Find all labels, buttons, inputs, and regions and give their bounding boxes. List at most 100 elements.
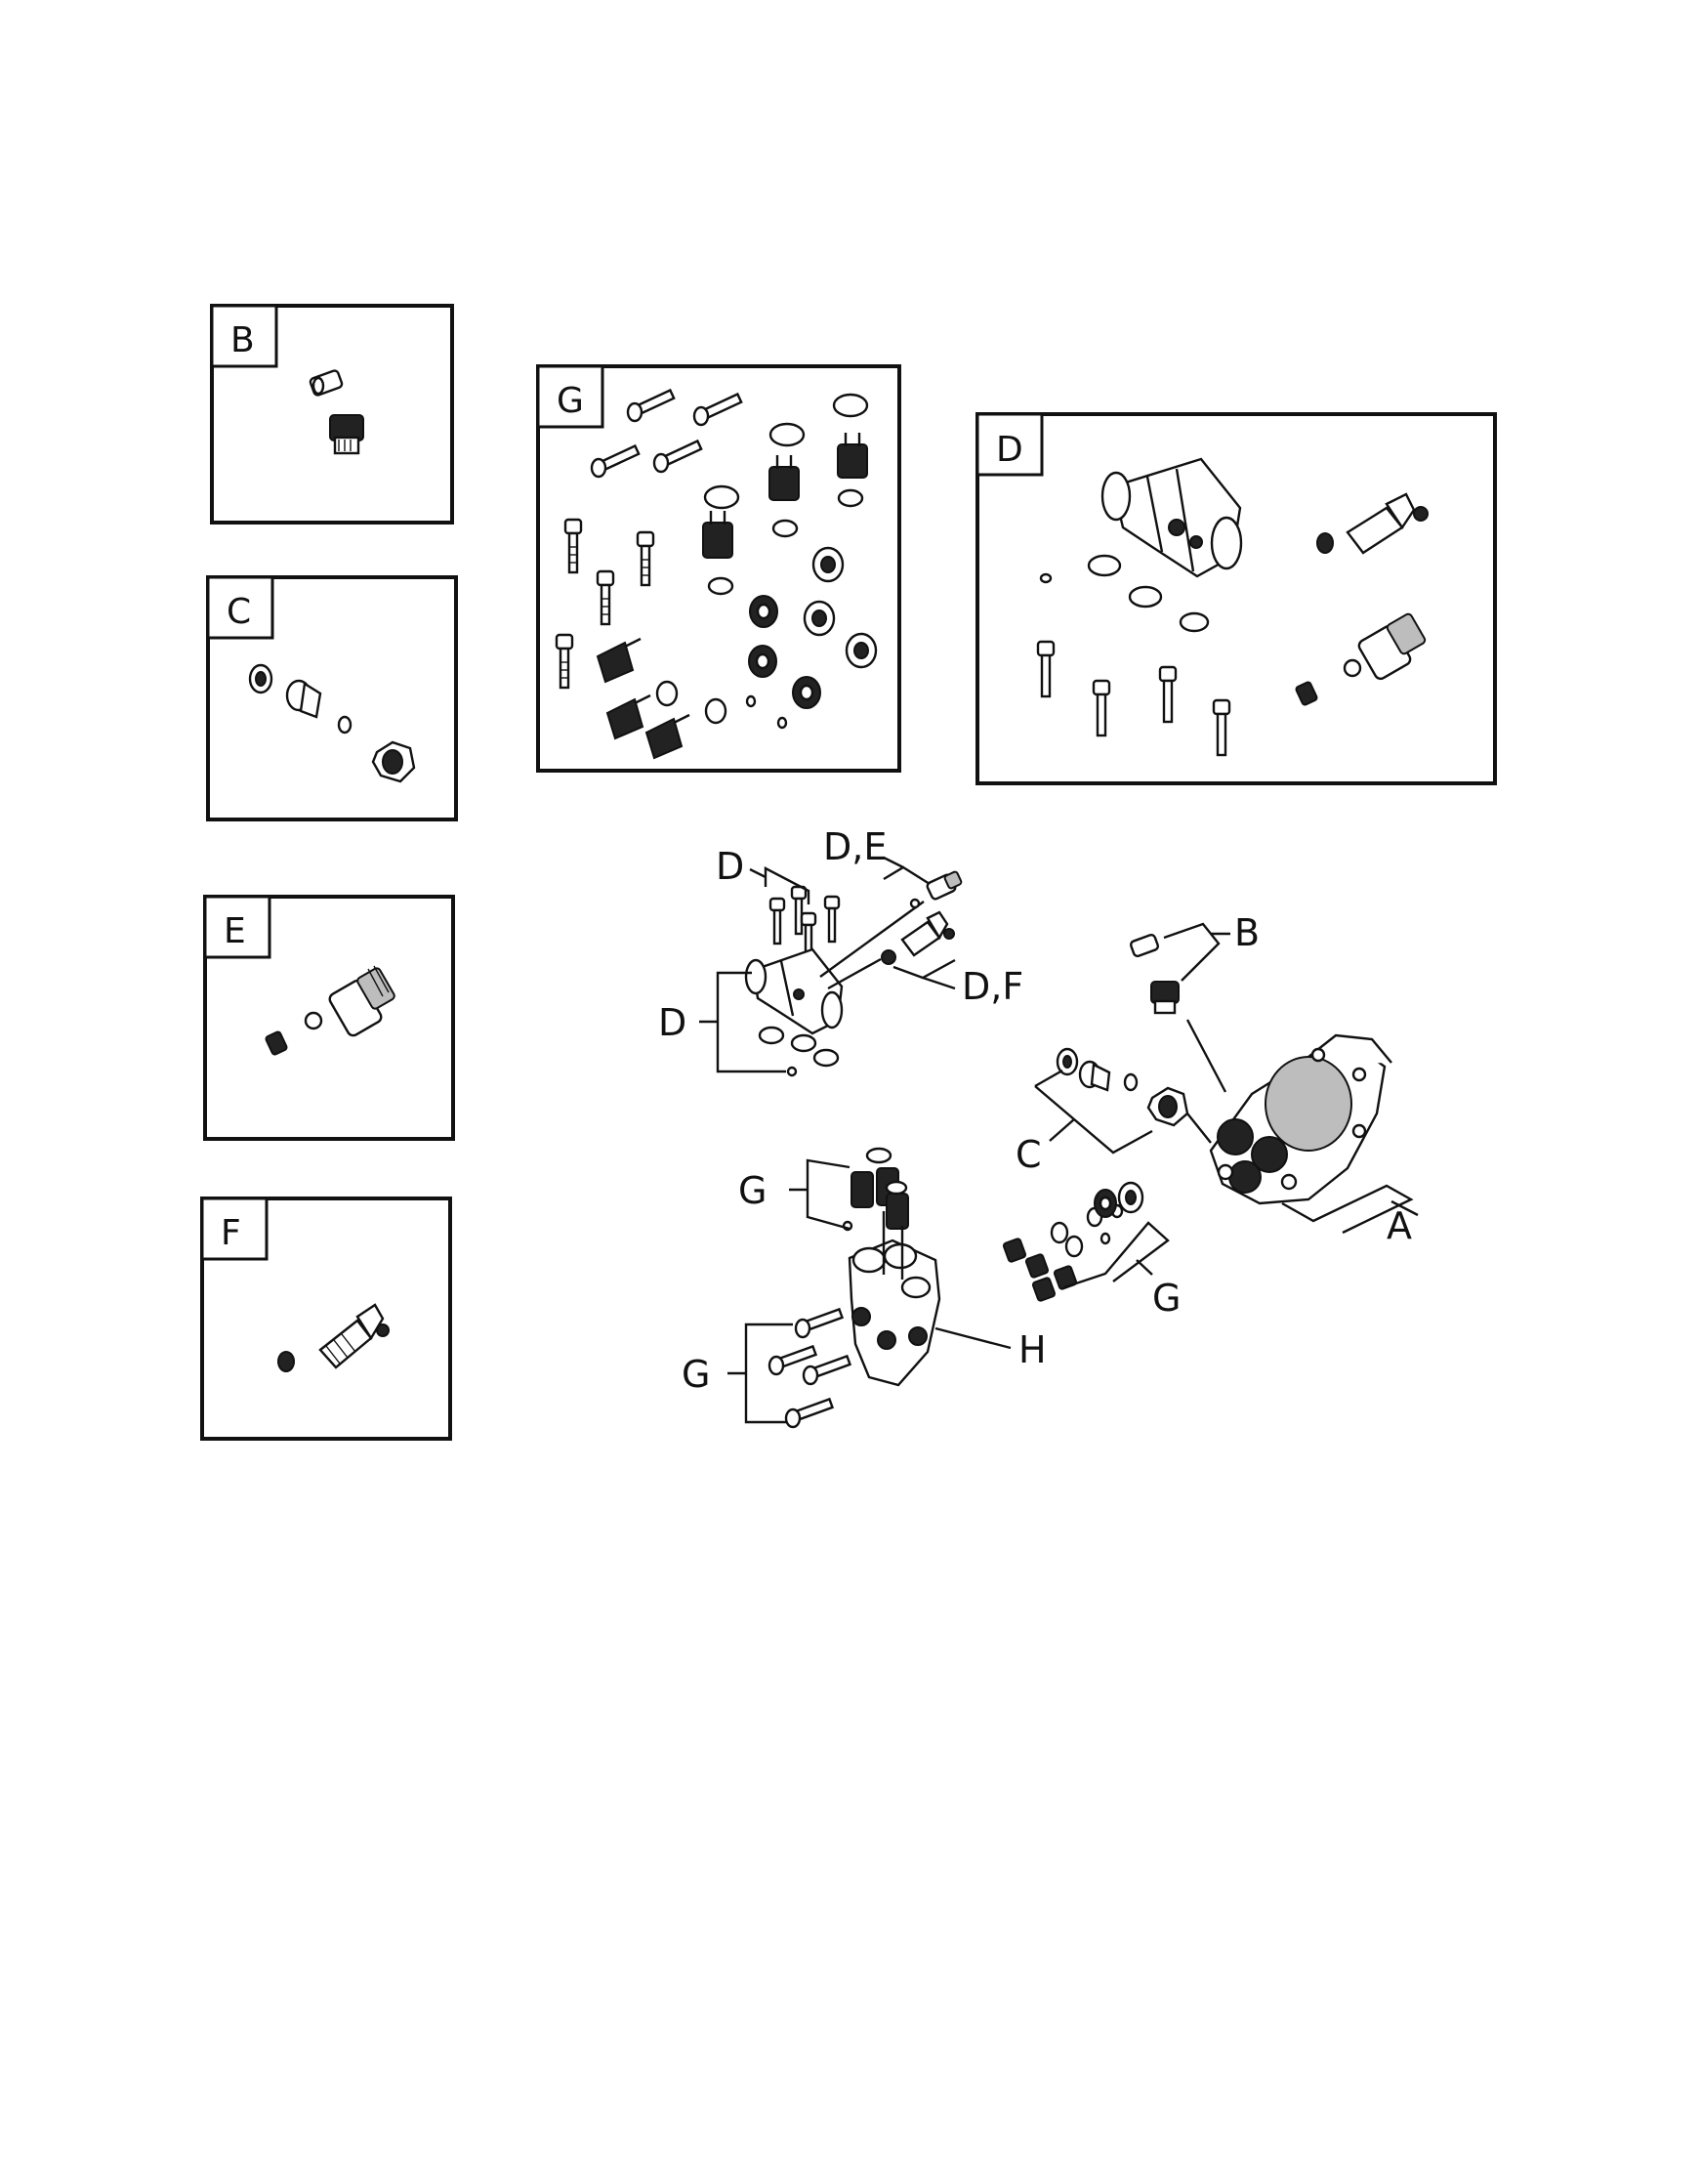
washer-part	[881, 949, 896, 965]
spring-part	[1295, 681, 1318, 706]
panel-f-label: F	[221, 1213, 241, 1253]
cap-nut-part	[371, 740, 416, 783]
screw-part	[794, 1307, 845, 1339]
callout-b: B	[1234, 911, 1260, 954]
seal-part	[803, 600, 836, 637]
washer-part	[277, 1351, 295, 1372]
spring-part	[265, 1030, 288, 1056]
washer-part	[1316, 532, 1334, 554]
callout-a: A	[1387, 1204, 1412, 1247]
callout-d-left: D	[658, 1001, 686, 1044]
callout-d-upper: D	[716, 845, 744, 888]
valve-assembly-part	[1024, 1253, 1050, 1279]
bolt-part	[1158, 665, 1178, 724]
screw-part	[768, 1344, 818, 1376]
bolt-part	[636, 530, 655, 587]
panel-e: E	[203, 895, 455, 1141]
callout-g-right: G	[1152, 1277, 1181, 1320]
bolt-part	[563, 518, 583, 574]
panel-f: F	[200, 1197, 452, 1441]
seal-part	[748, 645, 777, 678]
panel-d: D	[975, 412, 1497, 785]
valve-part	[1078, 1060, 1111, 1092]
panel-d-label: D	[996, 430, 1023, 470]
manifold-part	[1100, 457, 1243, 578]
callout-g-upper: G	[738, 1169, 767, 1212]
screw-part	[652, 439, 703, 474]
valve-cage-part	[768, 455, 800, 501]
valve-cage-part	[886, 1193, 909, 1230]
plug-part	[329, 414, 364, 455]
callout-g-left: G	[682, 1353, 710, 1396]
o-ring-part	[1179, 611, 1210, 633]
valve-assembly-part	[605, 693, 651, 740]
o-ring-part	[832, 393, 869, 418]
screw-part	[802, 1354, 852, 1386]
o-ring-part	[1128, 585, 1163, 609]
plug-part	[1150, 981, 1180, 1015]
elbow-fitting-part	[318, 1303, 390, 1369]
valve-assembly-part	[1002, 1238, 1027, 1263]
bolt-part	[596, 569, 615, 626]
panel-c-label: C	[227, 592, 251, 632]
panel-c: C	[206, 575, 458, 821]
o-ring-part	[768, 422, 806, 447]
seal-part	[811, 546, 845, 583]
bolt-part	[823, 895, 841, 944]
panel-b-label: B	[230, 320, 255, 360]
seal-part	[792, 676, 821, 709]
o-ring-part	[776, 716, 788, 730]
fitting-part	[926, 870, 963, 901]
bolt-part	[790, 885, 808, 936]
elbow-fitting-part	[1346, 492, 1429, 555]
ball-part	[1343, 658, 1362, 678]
seal-part	[1117, 1181, 1144, 1214]
cap-nut-part	[1146, 1086, 1189, 1127]
elbow-fitting-part	[900, 910, 955, 957]
o-ring-part	[703, 484, 740, 510]
fitting-part	[328, 965, 395, 1037]
o-ring-part	[655, 680, 679, 707]
o-ring-part	[1087, 554, 1122, 577]
seal-part	[1094, 1189, 1117, 1218]
manifold-exploded-view: D D,E D,F D	[658, 825, 1023, 1077]
seal-part	[749, 595, 778, 628]
o-ring-part	[745, 694, 757, 708]
bolt-part	[1092, 679, 1111, 737]
callout-h: H	[1018, 1328, 1047, 1371]
nut-part	[1129, 933, 1160, 958]
panel-e-label: E	[224, 911, 246, 951]
seal-part	[845, 632, 878, 669]
valve-cage-part	[850, 1171, 874, 1208]
valve-assembly-part	[1031, 1277, 1057, 1302]
valve-assembly-part	[596, 637, 642, 684]
callout-de: D,E	[823, 825, 887, 868]
o-ring-part	[707, 576, 734, 596]
o-ring-part	[337, 715, 353, 735]
nut-part	[309, 369, 344, 397]
pump-assembly-view: B C A	[1016, 911, 1419, 1247]
ball-part	[304, 1011, 323, 1030]
valve-part	[285, 679, 322, 719]
valve-assembly-part	[644, 713, 690, 760]
panel-b: B	[210, 304, 454, 525]
bolt-part	[1036, 640, 1056, 698]
panel-g-label: G	[557, 381, 584, 421]
screw-part	[692, 392, 743, 427]
callout-df: D,F	[962, 965, 1023, 1008]
screw-part	[626, 388, 676, 423]
pump-head-view: G G H G	[682, 1147, 1181, 1429]
bolt-part	[768, 897, 786, 945]
o-ring-part	[1039, 572, 1053, 584]
valve-cage-part	[702, 511, 733, 559]
valve-cage-part	[837, 433, 868, 479]
seal-part	[248, 663, 273, 694]
o-ring-part	[837, 488, 864, 508]
panel-g: G	[536, 364, 901, 773]
bolt-part	[1212, 698, 1231, 757]
screw-part	[590, 443, 641, 479]
callout-c: C	[1016, 1133, 1042, 1176]
screw-part	[784, 1397, 835, 1429]
seal-part	[1056, 1047, 1079, 1076]
